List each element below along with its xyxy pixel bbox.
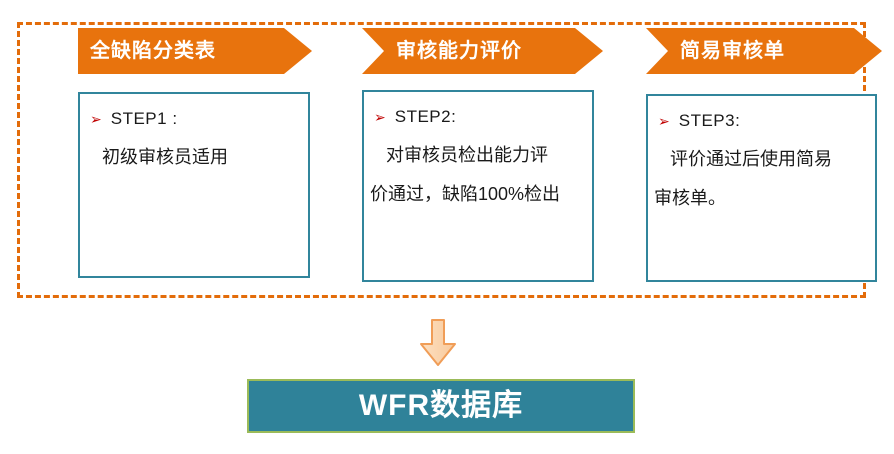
step-description-line: 评价通过后使用简易: [670, 149, 832, 169]
step-description-line: 对审核员检出能力评: [386, 145, 548, 165]
stage-header-label-3: 简易审核单: [680, 40, 785, 62]
stage-header-label-1: 全缺陷分类表: [90, 40, 216, 62]
bullet-arrow-icon: ➢: [90, 111, 102, 127]
step-title-line-3: ➢ STEP3:: [654, 102, 869, 140]
step-label-1: STEP1 :: [110, 109, 178, 128]
step-description-line: 价通过，缺陷100%检出: [370, 184, 561, 204]
bullet-arrow-icon: ➢: [658, 113, 670, 129]
step-description-line: 初级审核员适用: [102, 147, 228, 167]
database-banner: WFR数据库: [247, 379, 635, 433]
stage-header-arrow-3: 简易审核单: [646, 28, 882, 74]
step-description-line: 审核单。: [654, 188, 726, 208]
step-label-3: STEP3:: [678, 111, 741, 130]
stage-header-label-2: 审核能力评价: [396, 40, 522, 62]
database-label: WFR数据库: [358, 389, 524, 422]
step-title-line-2: ➢ STEP2:: [370, 98, 586, 136]
stage-header-arrow-2: 审核能力评价: [362, 28, 603, 74]
step-label-2: STEP2:: [394, 107, 457, 126]
bullet-arrow-icon: ➢: [374, 109, 386, 125]
step-box-1: ➢ STEP1 : 初级审核员适用: [78, 92, 310, 278]
step-box-3: ➢ STEP3: 评价通过后使用简易 审核单。: [646, 94, 877, 282]
step-box-2: ➢ STEP2: 对审核员检出能力评 价通过，缺陷100%检出: [362, 90, 594, 282]
step-title-line-1: ➢ STEP1 :: [86, 100, 302, 138]
down-arrow-icon: [420, 319, 456, 366]
stage-header-arrow-1: 全缺陷分类表: [78, 28, 312, 74]
